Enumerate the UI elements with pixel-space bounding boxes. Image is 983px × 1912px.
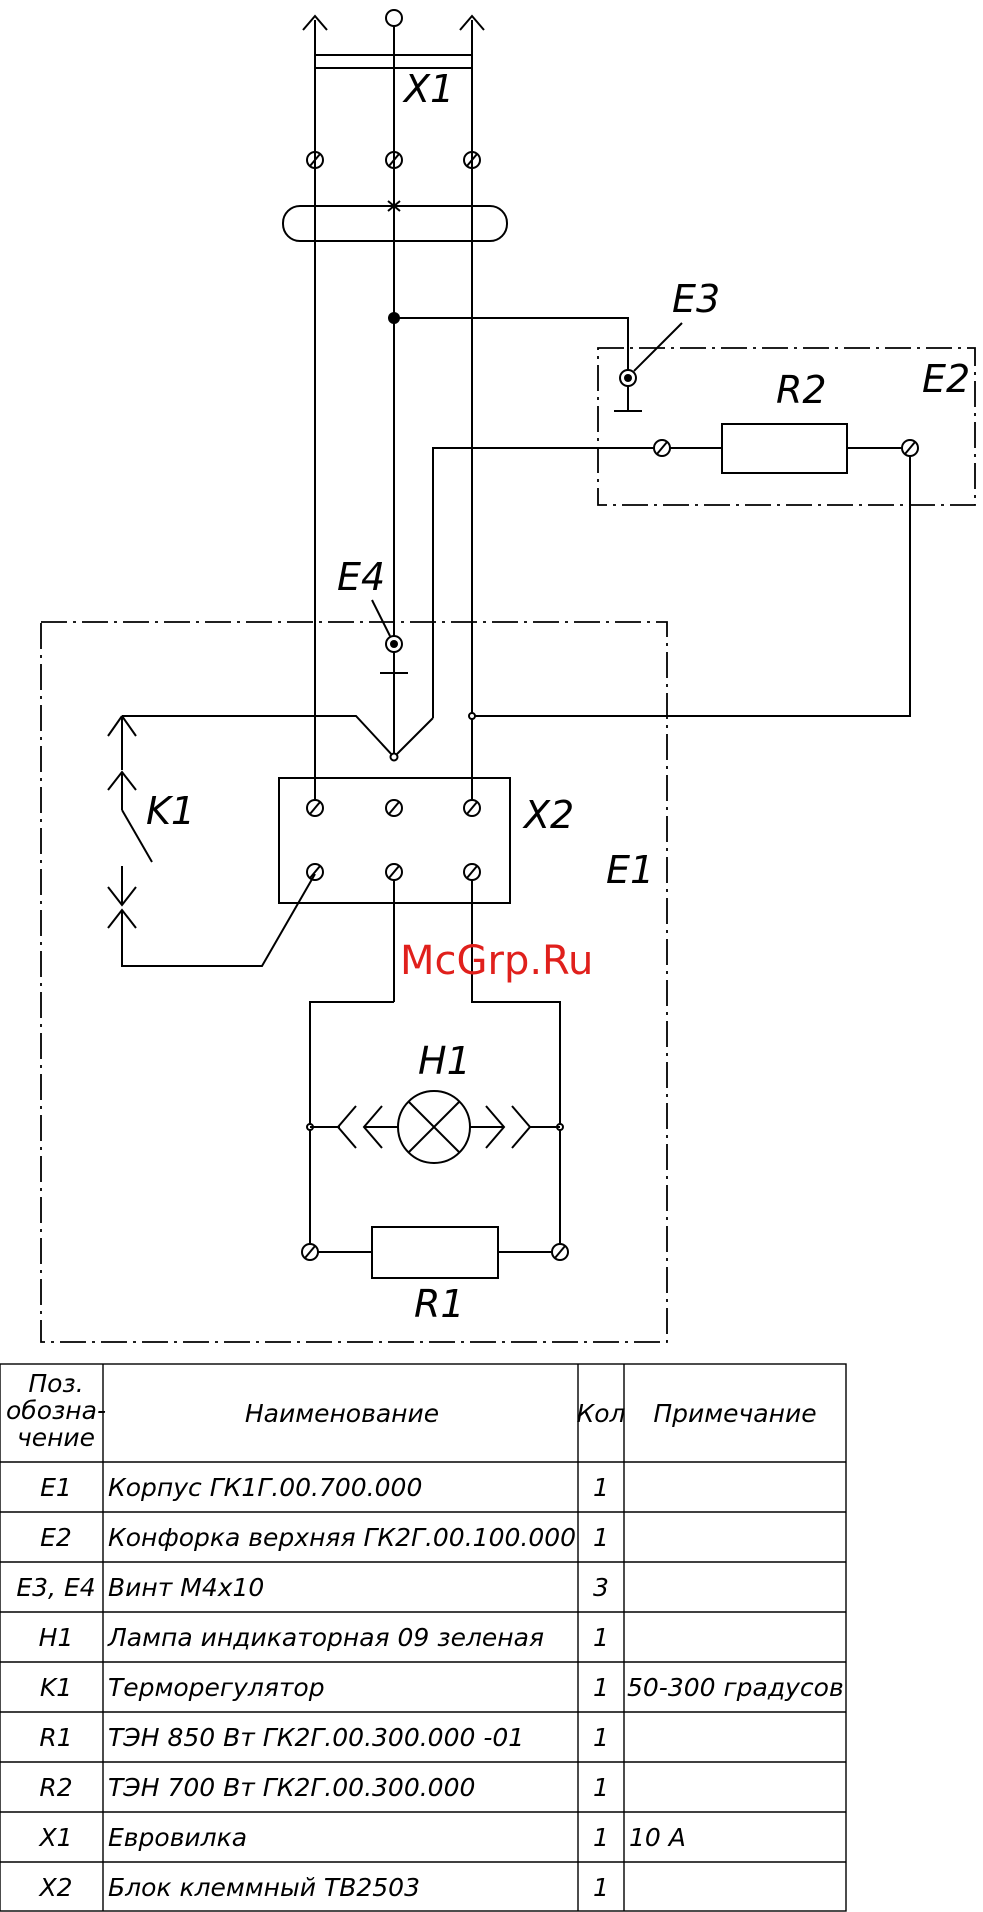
row-qty: 3 (593, 1573, 609, 1602)
table-row: E2 Конфорка верхняя ГК2Г.00.100.000 1 (40, 1523, 609, 1552)
header-pos-line1: Поз. (28, 1369, 83, 1398)
row-pos: X2 (37, 1873, 72, 1902)
header-name: Наименование (245, 1399, 439, 1428)
row-name: Корпус ГК1Г.00.700.000 (108, 1473, 422, 1502)
main-conductors (122, 20, 911, 808)
row-name: Конфорка верхняя ГК2Г.00.100.000 (108, 1523, 576, 1552)
row-qty: 1 (593, 1673, 609, 1702)
row-qty: 1 (593, 1873, 609, 1902)
heater-r1: R1 (301, 1226, 569, 1326)
x1-label: X1 (402, 67, 454, 111)
row-name: ТЭН 850 Вт ГК2Г.00.300.000 -01 (108, 1723, 524, 1752)
r2-label: R2 (776, 368, 827, 412)
row-qty: 1 (593, 1723, 609, 1752)
heater-r2: R2 (653, 368, 919, 474)
row-pos: R2 (39, 1773, 72, 1802)
table-row: X2 Блок клеммный ТВ2503 1 (37, 1873, 608, 1902)
ground-screw-e4: E4 (337, 555, 408, 674)
ground-screw-e3: E3 (614, 277, 720, 412)
row-name: Блок клеммный ТВ2503 (108, 1873, 420, 1902)
table-row: K1 Терморегулятор 1 50-300 градусов (40, 1673, 844, 1702)
table-row: R2 ТЭН 700 Вт ГК2Г.00.300.000 1 (39, 1773, 609, 1802)
thermostat-k1: K1 (107, 715, 316, 967)
indicator-lamp-h1: H1 (310, 1039, 560, 1164)
e2-label: E2 (922, 357, 970, 401)
e1-label: E1 (606, 848, 654, 892)
table-row: R1 ТЭН 850 Вт ГК2Г.00.300.000 -01 1 (39, 1723, 609, 1752)
k1-label: K1 (146, 789, 195, 833)
row-pos: R1 (39, 1723, 72, 1752)
row-pos: E1 (40, 1473, 72, 1502)
x2-label: X2 (522, 793, 574, 837)
row-name: Евровилка (108, 1823, 247, 1852)
table-row: E3, E4 Винт М4х10 3 (16, 1573, 609, 1602)
e4-label: E4 (337, 555, 385, 599)
row-pos: E3, E4 (16, 1573, 95, 1602)
row-pos: E2 (40, 1523, 72, 1552)
table-row: E1 Корпус ГК1Г.00.700.000 1 (40, 1473, 609, 1502)
row-name: Винт М4х10 (108, 1573, 264, 1602)
row-note: 10 А (629, 1823, 686, 1852)
table-row: H1 Лампа индикаторная 09 зеленая 1 (39, 1623, 609, 1652)
row-qty: 1 (593, 1523, 609, 1552)
row-name: Лампа индикаторная 09 зеленая (107, 1623, 544, 1652)
burner-e2-frame: E2 (597, 347, 976, 506)
table-row: X1 Евровилка 1 10 А (37, 1823, 685, 1852)
body-e1-frame: E1 (40, 621, 668, 1343)
row-qty: 1 (593, 1773, 609, 1802)
row-name: ТЭН 700 Вт ГК2Г.00.300.000 (108, 1773, 475, 1802)
header-qty: Кол (576, 1399, 625, 1428)
header-pos-line2: обозна- (6, 1396, 106, 1425)
row-pos: H1 (39, 1623, 74, 1652)
row-name: Терморегулятор (108, 1673, 325, 1702)
r1-label: R1 (414, 1282, 465, 1326)
header-note: Примечание (653, 1399, 816, 1428)
header-pos-line3: чение (17, 1423, 95, 1452)
watermark: McGrp.Ru (400, 938, 593, 984)
components-table: Поз. обозна- чение Наименование Кол Прим… (0, 1363, 847, 1912)
row-pos: K1 (40, 1673, 72, 1702)
e3-label: E3 (672, 277, 720, 321)
row-qty: 1 (593, 1473, 609, 1502)
row-qty: 1 (593, 1823, 609, 1852)
row-qty: 1 (593, 1623, 609, 1652)
terminal-block-x2: X2 (278, 777, 574, 904)
row-pos: X1 (37, 1823, 72, 1852)
h1-label: H1 (418, 1039, 471, 1083)
row-note: 50-300 градусов (627, 1673, 844, 1702)
